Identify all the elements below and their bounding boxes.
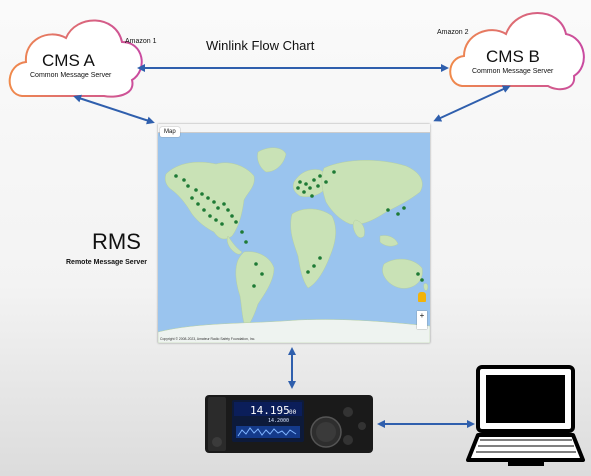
map-zoom-in-button[interactable]: + [417,311,427,329]
laptop-icon [466,365,585,466]
cms-a-title: CMS A [42,51,95,70]
map-land [158,147,430,343]
radio-secondary-frequency: 14.2000 [268,418,289,424]
radio-frequency-small: 00 [289,409,297,416]
map-toolbar [158,124,430,133]
cms-b-title: CMS B [486,47,540,66]
radio-transceiver-icon: 14.195 00 14.2000 [205,395,373,453]
cms-a-host: Amazon 1 [125,38,157,45]
diagram-title: Winlink Flow Chart [206,38,315,53]
cms-b-subtitle: Common Message Server [472,68,554,75]
cms-a-subtitle: Common Message Server [30,72,112,79]
street-view-pegman-icon[interactable] [418,292,426,302]
cms-b-cloud [449,12,585,91]
map-attribution: Copyright © 2008-2023, Amateur Radio Saf… [160,337,256,341]
rms-world-map[interactable]: Map + Copyright © 2008-2023, Amateur Rad… [158,124,430,343]
rms-subtitle: Remote Message Server [66,259,147,266]
map-type-button[interactable]: Map [160,127,180,137]
rms-station-markers [174,170,424,288]
radio-frequency: 14.195 [250,404,290,417]
arrow-cms-a-rms [73,94,155,125]
rms-title: RMS [92,229,141,254]
cms-a-cloud [8,19,143,98]
cms-b-host: Amazon 2 [437,29,469,36]
arrow-cms-b-rms [433,85,511,122]
